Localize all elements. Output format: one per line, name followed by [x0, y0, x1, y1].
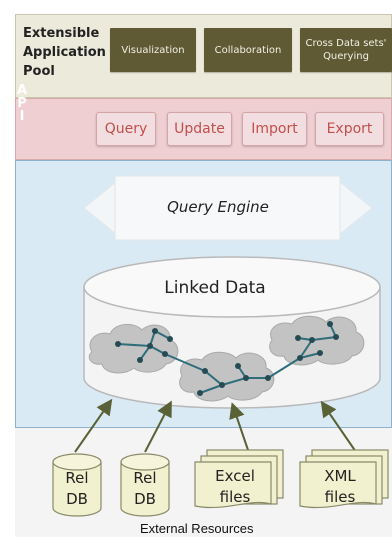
- cross-datasets-querying-box: Cross Data sets' Querying: [300, 28, 392, 72]
- update-button[interactable]: Update: [167, 112, 232, 146]
- api-letter-a: A: [17, 83, 28, 98]
- query-engine-label: Query Engine: [167, 198, 269, 216]
- import-button[interactable]: Import: [242, 112, 307, 146]
- visualization-box: Visualization: [110, 28, 196, 72]
- xml-files-stack: [299, 449, 389, 509]
- api-vertical-label: A P I: [17, 84, 27, 123]
- arrow-excel: [229, 402, 249, 451]
- reldb-cylinder-1: [52, 453, 102, 517]
- application-pool-title: Extensible Application Pool: [23, 26, 106, 79]
- export-button[interactable]: Export: [315, 112, 384, 146]
- reldb-2-label: Rel DB: [133, 469, 157, 508]
- excel-files-stack: [194, 449, 284, 509]
- external-resources-caption: External Resources: [140, 521, 254, 536]
- query-engine-box: [114, 175, 341, 241]
- xml-files-label: XML files: [324, 467, 356, 506]
- collaboration-box: Collaboration: [204, 28, 292, 72]
- arrow-xml: [320, 400, 357, 453]
- api-letter-i: I: [19, 109, 25, 124]
- reldb-cylinder-2: [120, 453, 170, 517]
- arrow-reldb-1: [74, 398, 113, 453]
- api-letter-p: P: [17, 96, 27, 111]
- arrow-reldb-2: [144, 400, 172, 453]
- cloud-right: [269, 315, 365, 366]
- reldb-1-label: Rel DB: [65, 469, 89, 508]
- cloud-middle: [179, 351, 275, 402]
- query-button[interactable]: Query: [96, 112, 156, 146]
- excel-files-label: Excel files: [215, 467, 255, 506]
- cloud-left: [88, 324, 179, 374]
- linked-data-label: Linked Data: [164, 278, 266, 298]
